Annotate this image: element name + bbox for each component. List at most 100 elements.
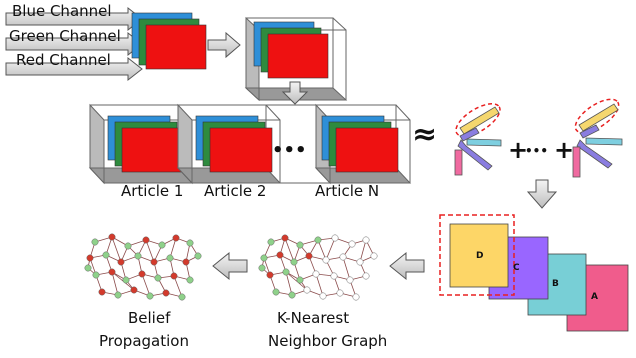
knn-node: [281, 234, 289, 242]
bp-node: [138, 270, 146, 278]
knn-node: [331, 234, 339, 242]
knn-edge: [317, 239, 327, 261]
knn-node: [290, 258, 298, 266]
bp-node: [84, 264, 92, 272]
bp-edge: [173, 275, 183, 298]
box-b-label: B: [552, 279, 559, 289]
blue-channel-label: Blue Channel: [12, 2, 112, 20]
bp-node: [146, 292, 154, 300]
knn-node: [266, 271, 274, 279]
knn-label-line2: Neighbor Graph: [268, 332, 387, 350]
knn-node: [296, 241, 304, 249]
bp-edge: [169, 237, 177, 259]
knn-node: [260, 254, 268, 262]
knn-node: [282, 268, 290, 276]
red-layer: [145, 24, 207, 70]
bp-node: [114, 291, 122, 299]
arrow-right-1: [207, 31, 241, 59]
channel-inputs: Blue Channel Green Channel Red Channel: [5, 2, 143, 82]
bp-node: [150, 258, 158, 266]
plus-sign-1: +: [508, 136, 528, 164]
bp-node: [92, 271, 100, 279]
bp-node: [102, 251, 110, 259]
bp-node: [142, 236, 150, 244]
arrow-down-1: [281, 81, 309, 105]
sum-dots: •••: [525, 144, 548, 158]
knn-node: [346, 276, 354, 284]
bp-node: [182, 258, 190, 266]
knn-node: [370, 252, 378, 260]
channel-stack: [131, 12, 207, 70]
bp-node: [130, 286, 138, 294]
box-a-label: A: [591, 292, 598, 302]
part-model-right: [572, 98, 623, 178]
bp-node: [194, 252, 202, 260]
knn-edge: [325, 237, 336, 261]
part-model-left: [454, 103, 502, 176]
knn-graph: [258, 234, 378, 301]
bp-node: [122, 276, 130, 284]
bp-node: [158, 241, 166, 249]
bp-node: [108, 233, 116, 241]
article-1-label: Article 1: [121, 182, 183, 200]
volume-cube: [244, 16, 348, 102]
article-n-cube: [314, 103, 412, 185]
knn-node: [330, 272, 338, 280]
article-2-cube: [176, 103, 282, 185]
bp-node: [178, 293, 186, 301]
red-channel-arrow: [5, 56, 143, 82]
arrow-left-1: [389, 251, 425, 281]
belief-label-line2: Propagation: [99, 332, 189, 350]
arrow-left-2: [212, 251, 248, 281]
knn-node: [258, 264, 266, 272]
bp-node: [117, 258, 125, 266]
knn-node: [352, 293, 360, 301]
bp-node: [98, 288, 106, 296]
bp-node: [186, 239, 194, 247]
arrow-down-2: [526, 179, 558, 209]
bp-node: [170, 272, 178, 280]
knn-edge: [285, 271, 308, 291]
plus-sign-2: +: [554, 136, 574, 164]
box-d-label: D: [476, 251, 483, 261]
knn-node: [319, 292, 327, 300]
bp-node: [124, 242, 132, 250]
bp-edge: [111, 271, 119, 296]
bp-node: [134, 252, 142, 260]
knn-node: [276, 251, 284, 259]
bp-edge: [111, 236, 122, 263]
knn-node: [339, 253, 347, 261]
approx-symbol: ≈: [412, 117, 437, 152]
dashed-selection: [439, 214, 515, 296]
knn-node: [303, 286, 311, 294]
knn-edge: [342, 256, 351, 281]
article-n-label: Article N: [315, 182, 379, 200]
knn-node: [288, 291, 296, 299]
bp-edge: [145, 239, 155, 263]
bp-node: [162, 289, 170, 297]
knn-edge: [285, 271, 293, 296]
part-highlight-ellipse: [455, 103, 501, 137]
green-channel-label: Green Channel: [9, 27, 121, 45]
bp-node: [186, 276, 194, 284]
article-row: ••• Article 1 Article 2 Article N: [88, 103, 412, 200]
part-boxes: D C B A: [439, 214, 629, 332]
bp-edge: [141, 273, 151, 297]
belief-label-line1: Belief: [128, 309, 171, 327]
bp-node: [172, 234, 180, 242]
bp-node: [166, 254, 174, 262]
knn-node: [272, 288, 280, 296]
knn-node: [314, 236, 322, 244]
red-channel-label: Red Channel: [16, 51, 111, 69]
knn-node: [267, 238, 275, 246]
knn-label-line1: K-Nearest: [277, 309, 349, 327]
article-2-label: Article 2: [204, 182, 266, 200]
knn-node: [362, 236, 370, 244]
knn-edge: [359, 239, 367, 263]
bp-node: [154, 274, 162, 282]
knn-node: [356, 258, 364, 266]
bp-node: [91, 238, 99, 246]
article-1-cube: [88, 103, 194, 185]
knn-edge: [315, 273, 324, 297]
